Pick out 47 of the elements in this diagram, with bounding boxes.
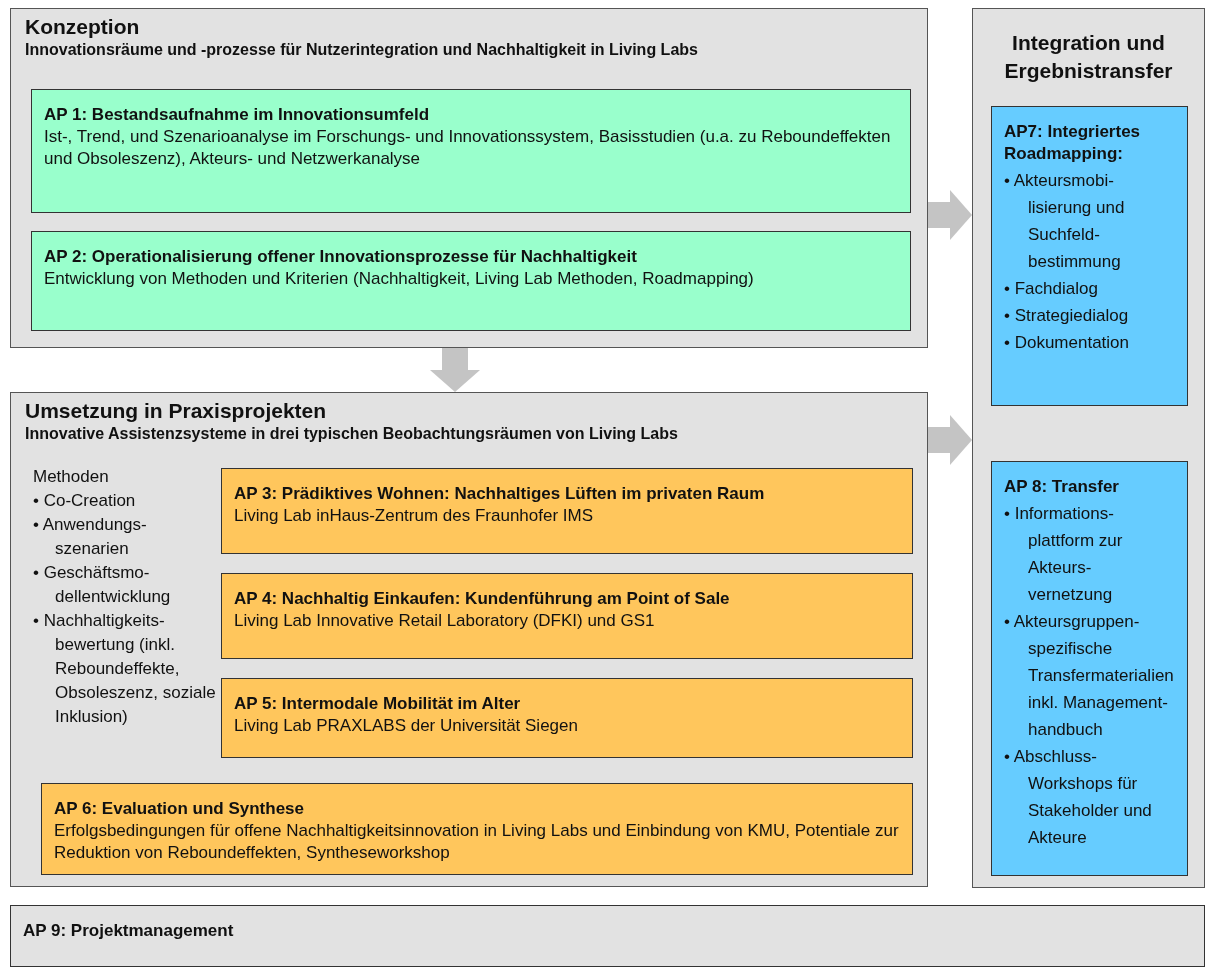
panel-subtitle: Innovationsräume und -prozesse für Nutzerintegration und Nachhaltigkeit in Living Labs (25, 41, 699, 59)
bullet-item: • Informations-plattform zur Akteurs-vernetzung (1004, 503, 1124, 606)
list-item: • Co-Creation (33, 490, 137, 512)
work-package-box (221, 573, 913, 659)
work-package-box (221, 678, 913, 758)
box-description: Entwicklung von Methoden und Kriterien (Nachhaltigkeit, Living Lab Methoden, Roadmapping) (44, 268, 755, 290)
work-package-box (221, 468, 913, 554)
bullet-item: • Dokumentation (1004, 332, 1131, 354)
box-heading: AP 1: Bestandsaufnahme im Innovationsumfeld (44, 104, 431, 126)
work-package-box (991, 461, 1188, 876)
panel-title: Konzeption (25, 15, 141, 39)
panel-title: Integration und Ergebnistransfer (1003, 30, 1174, 84)
block-arrow (430, 348, 480, 392)
box-heading: AP 6: Evaluation und Synthese (54, 798, 306, 820)
panel-subtitle: Innovative Assistenzsysteme in drei typischen Beobachtungsräumen von Living Labs (25, 425, 679, 443)
box-description: Ist-, Trend, und Szenarioanalyse im Forschungs- und Innovationssystem, Basisstudien (u.a. zu Reboundeffekten und Obsoleszenz), Akteurs- und Netzwerkanalyse (44, 126, 892, 170)
work-package-box (991, 106, 1188, 406)
work-package-box (41, 783, 913, 875)
block-arrow (928, 415, 972, 465)
box-heading: AP 2: Operationalisierung offener Innovationsprozesse für Nachhaltigkeit (44, 246, 638, 268)
work-package-box (10, 905, 1205, 967)
box-description: Living Lab inHaus-Zentrum des Fraunhofer IMS (234, 505, 595, 527)
work-package-box (31, 231, 911, 331)
bullet-item: • Akteursgruppen-spezifische Transfermaterialien inkl. Management-handbuch (1004, 611, 1175, 741)
bullet-item: • Fachdialog (1004, 278, 1099, 300)
group-panel (972, 8, 1205, 888)
box-description: Erfolgsbedingungen für offene Nachhaltigkeitsinnovation in Living Labs und Einbindung von KMU, Potentiale zur Reduktion von Reboundeffekten, Syntheseworkshop (54, 820, 900, 864)
box-heading: AP7: Integriertes Roadmapping: (1004, 121, 1142, 165)
group-panel (10, 392, 928, 887)
box-heading: AP 4: Nachhaltig Einkaufen: Kundenführung am Point of Sale (234, 588, 731, 610)
panel-title: Umsetzung in Praxisprojekten (25, 399, 328, 423)
box-description: Living Lab PRAXLABS der Universität Siegen (234, 715, 579, 737)
list-item: • Anwendungs-szenarien (33, 514, 148, 560)
group-panel (10, 8, 928, 348)
block-arrow (928, 190, 972, 240)
list-item: • Nachhaltigkeits-bewertung (inkl. Reboundeffekte, Obsoleszenz, soziale Inklusion) (33, 610, 217, 728)
list-item: • Geschäftsmo-dellentwicklung (33, 562, 172, 608)
box-heading: AP 8: Transfer (1004, 476, 1120, 498)
box-description: Living Lab Innovative Retail Laboratory (DFKI) und GS1 (234, 610, 656, 632)
box-heading: AP 3: Prädiktives Wohnen: Nachhaltiges Lüften im privaten Raum (234, 483, 766, 505)
bullet-item: • Abschluss-Workshops für Stakeholder und Akteure (1004, 746, 1153, 849)
box-heading: AP 5: Intermodale Mobilität im Alter (234, 693, 522, 715)
bullet-item: • Strategiedialog (1004, 305, 1130, 327)
bullet-item: • Akteursmobi-lisierung und Suchfeld-bestimmung (1004, 170, 1126, 273)
list-heading: Methoden (33, 466, 109, 488)
box-heading: AP 9: Projektmanagement (23, 920, 235, 942)
work-package-box (31, 89, 911, 213)
